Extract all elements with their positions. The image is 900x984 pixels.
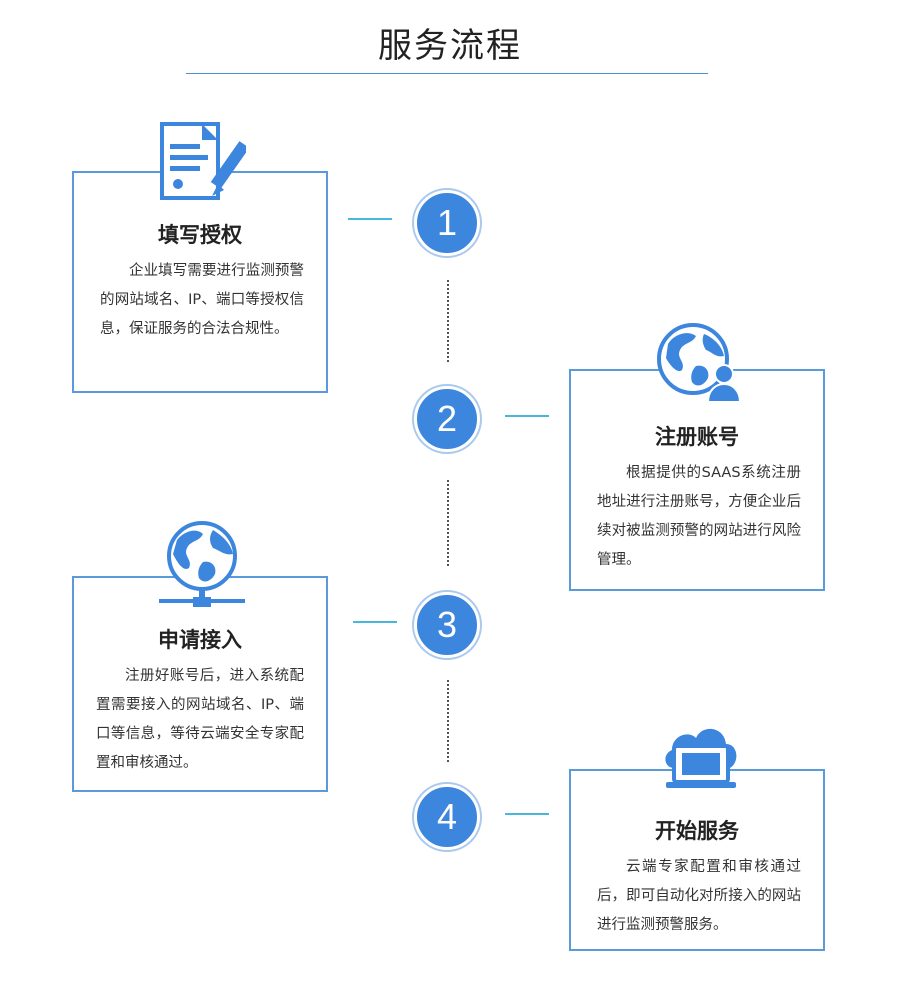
- dotted-link-1-2: [447, 280, 449, 362]
- document-pen-icon: [160, 122, 246, 200]
- title-underline: [186, 73, 708, 74]
- step-title-2: 注册账号: [655, 425, 739, 449]
- step-desc-3: 注册好账号后，进入系统配置需要接入的网站域名、IP、端口等信息，等待云端安全专家…: [96, 668, 304, 771]
- step-card-3: 申请接入 注册好账号后，进入系统配置需要接入的网站域名、IP、端口等信息，等待云…: [72, 576, 328, 792]
- connector-2: [505, 415, 549, 417]
- step-card-2: 注册账号 根据提供的SAAS系统注册地址进行注册账号，方便企业后续对被监测预警的…: [569, 369, 825, 591]
- network-globe-icon: [159, 521, 245, 607]
- step-desc-1: 企业填写需要进行监测预警的网站域名、IP、端口等授权信息，保证服务的合法合规性。: [100, 263, 304, 337]
- step-desc-4: 云端专家配置和审核通过后，即可自动化对所接入的网站进行监测预警服务。: [597, 859, 801, 933]
- step-number-3: 3: [414, 592, 480, 658]
- step-title-3: 申请接入: [158, 628, 242, 652]
- step-number-2: 2: [414, 386, 480, 452]
- dotted-link-3-4: [447, 680, 449, 762]
- dotted-link-2-3: [447, 480, 449, 566]
- step-card-4: 开始服务 云端专家配置和审核通过后，即可自动化对所接入的网站进行监测预警服务。: [569, 769, 825, 951]
- step-card-1: 填写授权 企业填写需要进行监测预警的网站域名、IP、端口等授权信息，保证服务的合…: [72, 171, 328, 393]
- step-number-4: 4: [414, 784, 480, 850]
- cloud-monitor-icon: [665, 728, 737, 788]
- connector-4: [505, 813, 549, 815]
- connector-3: [353, 621, 397, 623]
- step-number-1: 1: [414, 190, 480, 256]
- step-title-4: 开始服务: [655, 819, 739, 843]
- connector-1: [348, 218, 392, 220]
- page-title: 服务流程: [378, 26, 522, 66]
- step-title-1: 填写授权: [158, 223, 242, 247]
- step-desc-2: 根据提供的SAAS系统注册地址进行注册账号，方便企业后续对被监测预警的网站进行风…: [597, 465, 801, 568]
- globe-user-icon: [657, 323, 742, 403]
